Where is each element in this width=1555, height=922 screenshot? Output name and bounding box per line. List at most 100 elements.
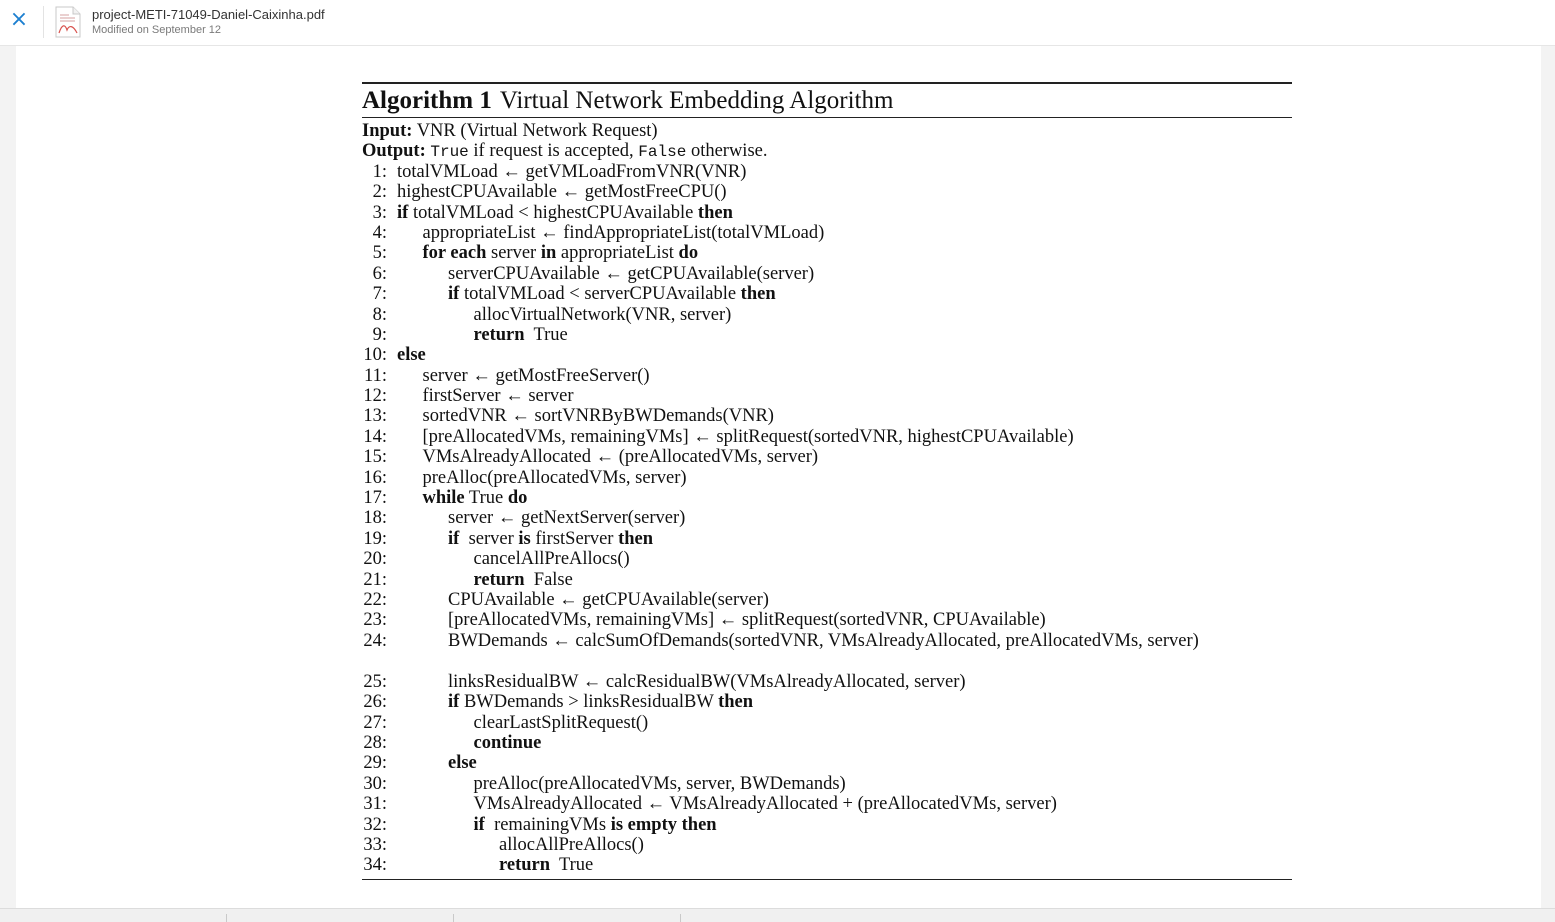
algorithm-line: 2: highestCPUAvailable ← getMostFreeCPU() [362,182,1292,202]
keyword: if [448,528,460,549]
algorithm-line: 11:server ← getMostFreeServer() [362,366,1292,386]
algorithm-line: 34: return True [362,855,1292,875]
line-code: else [397,345,1292,365]
line-code: if totalVMLoad < serverCPUAvailable then [448,284,1292,304]
keyword: then [618,528,654,549]
algorithm-line: 25:linksResidualBW ← calcResidualBW(VMsA… [362,672,1292,692]
output-true: True [430,143,469,162]
keyword: is empty [610,814,677,835]
line-number: 26: [363,692,387,713]
line-number: 15: [363,447,387,468]
status-divider [453,914,454,922]
algorithm-line: 15: VMsAlreadyAllocated ← (preAllocatedVM… [362,447,1292,467]
line-number: 23: [363,610,387,631]
status-bar [0,908,1555,922]
output-mid: if request is accepted, [468,141,639,162]
line-code: VMsAlreadyAllocated ← VMsAlreadyAllocate… [474,794,1293,814]
close-icon[interactable]: × [9,7,29,32]
algorithm-line: 23:[preAllocatedVMs, remainingVMs] ← spl… [362,610,1292,630]
line-code: firstServer ← server [423,386,1293,406]
algorithm-line: 4: appropriateList ← findAppropriateList(… [362,223,1292,243]
code-text: allocVirtualNetwork(VNR, server) [473,304,732,325]
code-text: highestCPUAvailable ← getMostFreeCPU() [397,182,727,203]
pdf-page [16,46,1541,908]
line-code: allocVirtualNetwork(VNR, server) [474,305,1293,325]
output-end: otherwise. [686,141,768,162]
line-code: allocAllPreAllocs() [499,835,1292,855]
keyword: return [499,855,551,876]
input-label: Input: [362,121,413,141]
line-number: 4: [372,222,387,243]
algorithm-line: 27:clearLastSplitRequest() [362,713,1292,733]
line-number: 7: [372,284,387,305]
code-text: firstServer [530,528,619,549]
line-code: for each server in appropriateList do [423,243,1293,263]
code-text: server ← getNextServer(server) [448,508,686,529]
line-number: 28: [363,732,387,753]
keyword: while [422,488,465,509]
line-number: 5: [372,243,387,264]
algorithm-label: Algorithm 1 [362,87,492,114]
line-number: 6: [372,263,387,284]
line-number: 8: [372,304,387,325]
keyword: for each [422,243,487,264]
code-text: server ← getMostFreeServer() [422,365,650,386]
document-viewer[interactable] [0,46,1555,908]
line-number: 13: [363,406,387,427]
line-code: [preAllocatedVMs, remainingVMs] ← splitR… [423,427,1293,447]
algorithm-line: 10:else [362,345,1292,365]
code-text: appropriateList ← findAppropriateList(to… [422,222,825,243]
line-number: 2: [372,182,387,203]
line-number: 14: [363,426,387,447]
keyword: else [448,753,477,774]
line-code: highestCPUAvailable ← getMostFreeCPU() [397,182,1292,202]
input-text: VNR (Virtual Network Request) [416,121,658,141]
line-number: 3: [372,202,387,223]
algorithm-bottom-rule [362,878,1292,880]
code-text: BWDemands ← calcSumOfDemands(sortedVNR, … [448,630,1199,651]
algorithm-line: 6: serverCPUAvailable ← getCPUAvailable(s… [362,264,1292,284]
line-code: linksResidualBW ← calcResidualBW(VMsAlre… [448,672,1292,692]
line-number: 24: [363,630,387,651]
line-number: 30: [363,773,387,794]
algorithm-line: 8: allocVirtualNetwork(VNR, server) [362,305,1292,325]
keyword: return [473,569,525,590]
line-number: 34: [363,855,387,876]
line-code: VMsAlreadyAllocated ← (preAllocatedVMs, … [423,447,1293,467]
algorithm-line: 12:firstServer ← server [362,386,1292,406]
algorithm-line: 28: continue [362,733,1292,753]
line-number: 9: [372,324,387,345]
code-text: [preAllocatedVMs, remainingVMs] ← splitR… [422,426,1074,447]
line-code: CPUAvailable ← getCPUAvailable(server) [448,590,1292,610]
algorithm-line: 17:while True do [362,488,1292,508]
line-number: 18: [363,508,387,529]
keyword: is [518,528,531,549]
line-number: 22: [363,589,387,610]
keyword: then [681,814,717,835]
algorithm-line: 19:if server is firstServer then [362,529,1292,549]
output-label: Output: [362,141,426,162]
line-code: serverCPUAvailable ← getCPUAvailable(ser… [448,264,1292,284]
algorithm-line: 31:VMsAlreadyAllocated ← VMsAlreadyAlloc… [362,794,1292,814]
line-code: if server is firstServer then [448,529,1292,549]
line-code: return True [499,855,1292,875]
line-code: server ← getMostFreeServer() [423,366,1293,386]
code-text: appropriateList [556,243,679,264]
keyword: continue [473,732,542,753]
line-code: if BWDemands > linksResidualBW then [448,692,1292,712]
code-text: server [486,243,541,264]
code-text: server [459,528,519,549]
line-number: 17: [363,488,387,509]
line-code: if totalVMLoad < highestCPUAvailable the… [397,203,1292,223]
code-text: VMsAlreadyAllocated ← (preAllocatedVMs, … [422,447,819,468]
algorithm-line: 9:return True [362,325,1292,345]
algorithm-line: 22: CPUAvailable ← getCPUAvailable(server… [362,590,1292,610]
keyword: do [678,243,699,264]
keyword: else [397,345,426,366]
line-number: 20: [363,549,387,570]
code-text: totalVMLoad < highestCPUAvailable [408,202,698,223]
line-code: return False [474,570,1293,590]
keyword: if [473,814,485,835]
line-number: 32: [363,814,387,835]
code-text: remainingVMs [484,814,611,835]
